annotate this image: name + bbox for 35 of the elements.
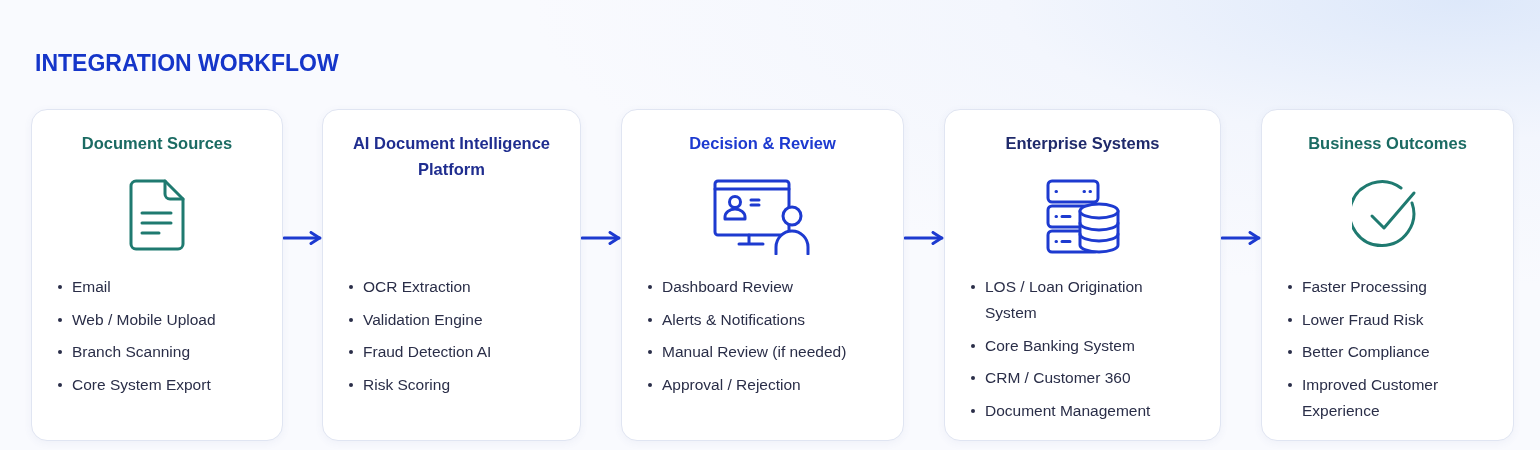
list-item-text: LOS / Loan Origination System bbox=[985, 277, 1144, 323]
list-item-text: Fraud Detection AI bbox=[363, 342, 492, 362]
list-item-text: Document Management bbox=[985, 400, 1151, 421]
stage-card bbox=[31, 109, 283, 441]
card-heading: Document Sources bbox=[80, 133, 234, 154]
card-heading: Enterprise Systems bbox=[1004, 133, 1161, 154]
list-item-text: Improved Customer Experience bbox=[1302, 374, 1440, 421]
stage-card bbox=[621, 109, 904, 441]
arrow bbox=[903, 231, 944, 245]
list-item-text: Manual Review (if needed) bbox=[662, 342, 847, 362]
list-item-text: Core System Export bbox=[72, 374, 211, 395]
card-heading: Decision & Review bbox=[688, 133, 837, 154]
card-heading: AI Document Intelligence Platform bbox=[351, 133, 552, 180]
list-item-text: OCR Extraction bbox=[363, 277, 471, 297]
list-item-text: Alerts & Notifications bbox=[662, 309, 805, 330]
list-item-text: Email bbox=[72, 277, 111, 297]
list-item-text: CRM / Customer 360 bbox=[985, 368, 1131, 388]
diagram-title: INTEGRATION WORKFLOW bbox=[35, 49, 339, 78]
stage-card bbox=[1261, 109, 1514, 441]
arrow bbox=[580, 231, 621, 245]
list-item-text: Faster Processing bbox=[1302, 277, 1427, 297]
stage-card bbox=[322, 109, 581, 441]
list-item-text: Risk Scoring bbox=[363, 374, 450, 395]
stage-card bbox=[944, 109, 1221, 441]
arrow bbox=[282, 231, 322, 245]
arrow bbox=[1220, 231, 1261, 245]
list-item-text: Web / Mobile Upload bbox=[72, 309, 216, 330]
list-item-text: Validation Engine bbox=[363, 309, 483, 330]
list-item-text: Lower Fraud Risk bbox=[1302, 309, 1424, 330]
card-heading: Business Outcomes bbox=[1307, 133, 1468, 154]
list-item-text: Approval / Rejection bbox=[662, 374, 801, 395]
list-item-text: Dashboard Review bbox=[662, 277, 793, 297]
list-item-text: Better Compliance bbox=[1302, 342, 1430, 362]
list-item-text: Core Banking System bbox=[985, 335, 1135, 356]
list-item-text: Branch Scanning bbox=[72, 342, 191, 362]
